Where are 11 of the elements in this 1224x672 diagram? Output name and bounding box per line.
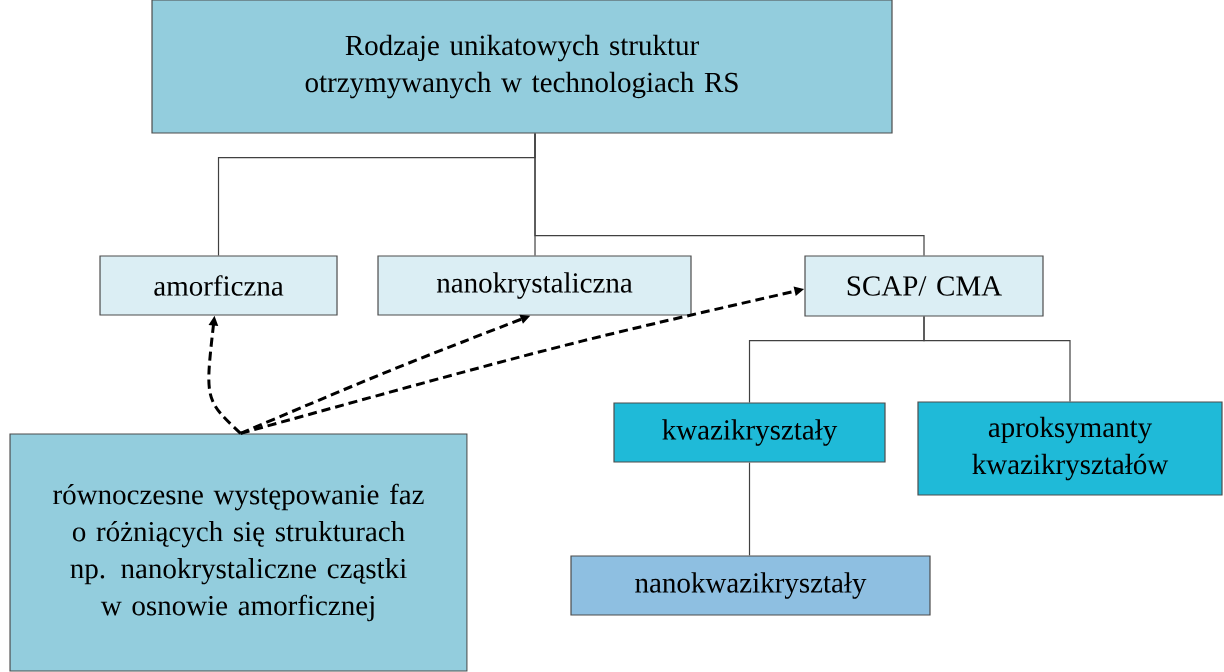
box: równoczesne występowanie faz o różniących się strukturach np. nanokrystaliczne cząstki w osnowie amorficznej [9, 433, 468, 672]
box: SCAP/ CMA [804, 255, 1044, 317]
box: kwazikryształy [613, 402, 886, 463]
box: amorficzna [99, 255, 338, 316]
connector-line [748, 462, 751, 556]
box: Rodzaje unikatowych struktur otrzymywanych w technologiach RS [151, 0, 893, 134]
connector-line [534, 133, 925, 256]
box: nanokrystaliczna [377, 255, 692, 316]
box: aproksymanty kwazikryształów [917, 401, 1223, 496]
box: nanokwazikryształy [570, 555, 931, 616]
connector-line [923, 316, 1071, 402]
